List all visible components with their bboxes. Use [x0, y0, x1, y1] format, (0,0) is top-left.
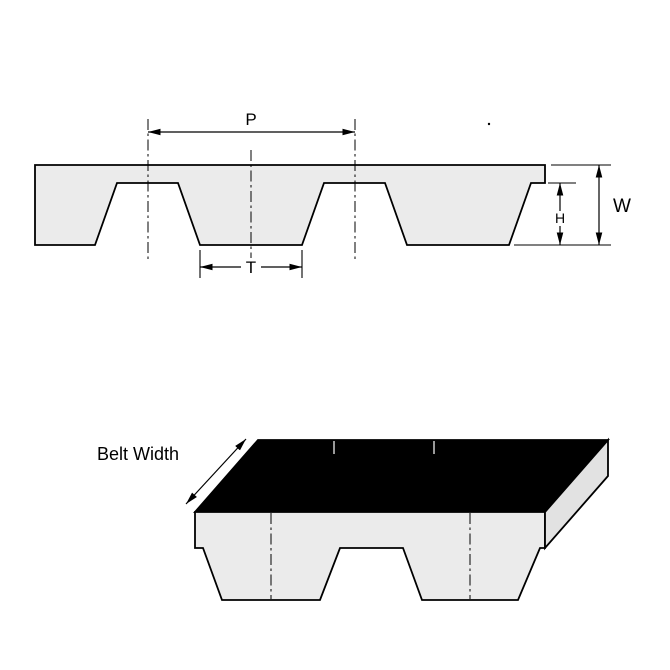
belt-width-label: Belt Width — [97, 444, 179, 464]
dimension-t-label: T — [246, 258, 256, 277]
perspective-view: Belt Width — [97, 437, 610, 601]
belt-front-face — [194, 511, 546, 601]
dimension-h-label-mask — [552, 211, 568, 226]
dimension-p-label: P — [245, 110, 256, 129]
belt-profile — [34, 164, 546, 246]
belt-width-arrow — [185, 438, 247, 505]
belt-top-surface — [193, 439, 610, 513]
belt-end-face — [544, 437, 609, 551]
dimension-h-label: H — [555, 210, 565, 226]
cross-section-view: P T W H — [34, 110, 631, 278]
dimension-t-label-mask — [241, 258, 261, 275]
stray-mark — [487, 122, 491, 126]
dimension-w-label: W — [613, 196, 631, 217]
